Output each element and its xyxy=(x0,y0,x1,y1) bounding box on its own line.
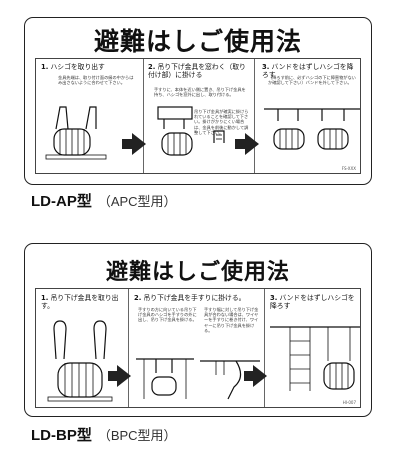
step-number: 3. xyxy=(270,294,278,302)
step-divider xyxy=(143,59,144,173)
arrow-shaft xyxy=(108,371,118,381)
step-label: 吊り下げ金具を窓わく（取り付け部）に掛ける xyxy=(148,63,246,79)
product-code: FS-XXX xyxy=(341,166,356,171)
railing-hook-illustration xyxy=(136,358,260,400)
step-label: 吊り下げ金具を取り出す。 xyxy=(41,294,119,310)
caption-sub: （APC型用） xyxy=(97,194,177,209)
steps-frame: 1. ハシゴを取り出す 金具先端は、取り付け面の縁の中からはみ出さないように合わ… xyxy=(35,58,361,174)
arrow-right-icon xyxy=(253,365,267,387)
step-divider xyxy=(264,289,265,407)
usage-sign-bp: 避難はしご使用法 1. 吊り下げ金具を取り出す。 2. 吊り下げ金具を手すりに掛… xyxy=(24,243,372,417)
step-1-heading: 1. 吊り下げ金具を取り出す。 xyxy=(41,294,125,310)
caption-bp: LD-BP型 （BPC型用） xyxy=(31,424,177,445)
ladder-bundle-illustration xyxy=(45,106,107,160)
sign-title: 避難はしご使用法 xyxy=(105,260,290,285)
step-label: 吊り下げ金具を手すりに掛ける。 xyxy=(143,294,246,302)
ladder-lowering-illustration xyxy=(264,108,360,150)
step-note: 手すりの方に向いている吊り下げ金具のハシゴを手すりの外に出し、吊り下げ金具を掛け… xyxy=(138,307,197,323)
step-3-heading: 3. バンドをはずしハシゴを降ろす xyxy=(262,63,360,79)
step-note: 金具先端は、取り付け面の縁の中からはみ出さないように合わせて下さい。 xyxy=(58,75,134,86)
caption-model: LD-AP型 xyxy=(31,193,92,210)
step-note: （降ろす前に、必ずハシゴの下に障害物がないか確認して下さい）バンドを外して下さい… xyxy=(268,75,356,86)
hook-mount-illustration xyxy=(157,106,225,156)
caption-ap: LD-AP型 （APC型用） xyxy=(31,190,177,211)
steps-frame: 1. 吊り下げ金具を取り出す。 2. 吊り下げ金具を手すりに掛ける。 手すりの方… xyxy=(35,288,361,408)
step-3-heading: 3. バンドをはずしハシゴを降ろす xyxy=(270,294,360,310)
step-note-secondary: 手すり幅に対して吊り下げ金具が合わない場合は、ワイヤーを手すりに巻き付け、ワイヤ… xyxy=(204,307,259,333)
caption-sub: （BPC型用） xyxy=(97,428,177,443)
arrow-shaft xyxy=(122,139,132,149)
step-1-heading: 1. ハシゴを取り出す xyxy=(41,63,137,71)
step-number: 2. xyxy=(148,63,156,71)
step-number: 3. xyxy=(262,63,270,71)
ladder-descending-illustration xyxy=(270,326,360,391)
step-2-heading: 2. 吊り下げ金具を手すりに掛ける。 xyxy=(134,294,260,302)
step-note-secondary: 吊り下げ金具が確実に掛けられていることを確認して下さい。掛けがかりにくい場合は、… xyxy=(194,109,249,135)
arrow-shaft xyxy=(235,139,245,149)
sign-title: 避難はしご使用法 xyxy=(93,27,302,56)
step-number: 1. xyxy=(41,63,49,71)
step-note: 手すりに、本体を近い側に置き、吊り下げ金具を持ち、ハシゴを窓外に出し、取り付ける… xyxy=(154,87,246,98)
step-divider xyxy=(254,59,255,173)
arrow-right-icon xyxy=(117,365,131,387)
step-label: バンドをはずしハシゴを降ろす xyxy=(270,294,355,310)
ladder-with-hooks-illustration xyxy=(47,320,113,402)
step-2-heading: 2. 吊り下げ金具を窓わく（取り付け部）に掛ける xyxy=(148,63,250,79)
arrow-right-icon xyxy=(245,133,259,155)
caption-model: LD-BP型 xyxy=(31,427,92,444)
arrow-shaft xyxy=(244,371,254,381)
product-code: HI-007 xyxy=(342,400,356,405)
step-number: 1. xyxy=(41,294,49,302)
step-label: ハシゴを取り出す xyxy=(50,63,105,71)
arrow-right-icon xyxy=(132,133,146,155)
step-label: バンドをはずしハシゴを降ろす xyxy=(262,63,354,79)
step-divider xyxy=(128,289,129,407)
usage-sign-ap: 避難はしご使用法 1. ハシゴを取り出す 金具先端は、取り付け面の縁の中からはみ… xyxy=(24,17,372,185)
step-number: 2. xyxy=(134,294,142,302)
